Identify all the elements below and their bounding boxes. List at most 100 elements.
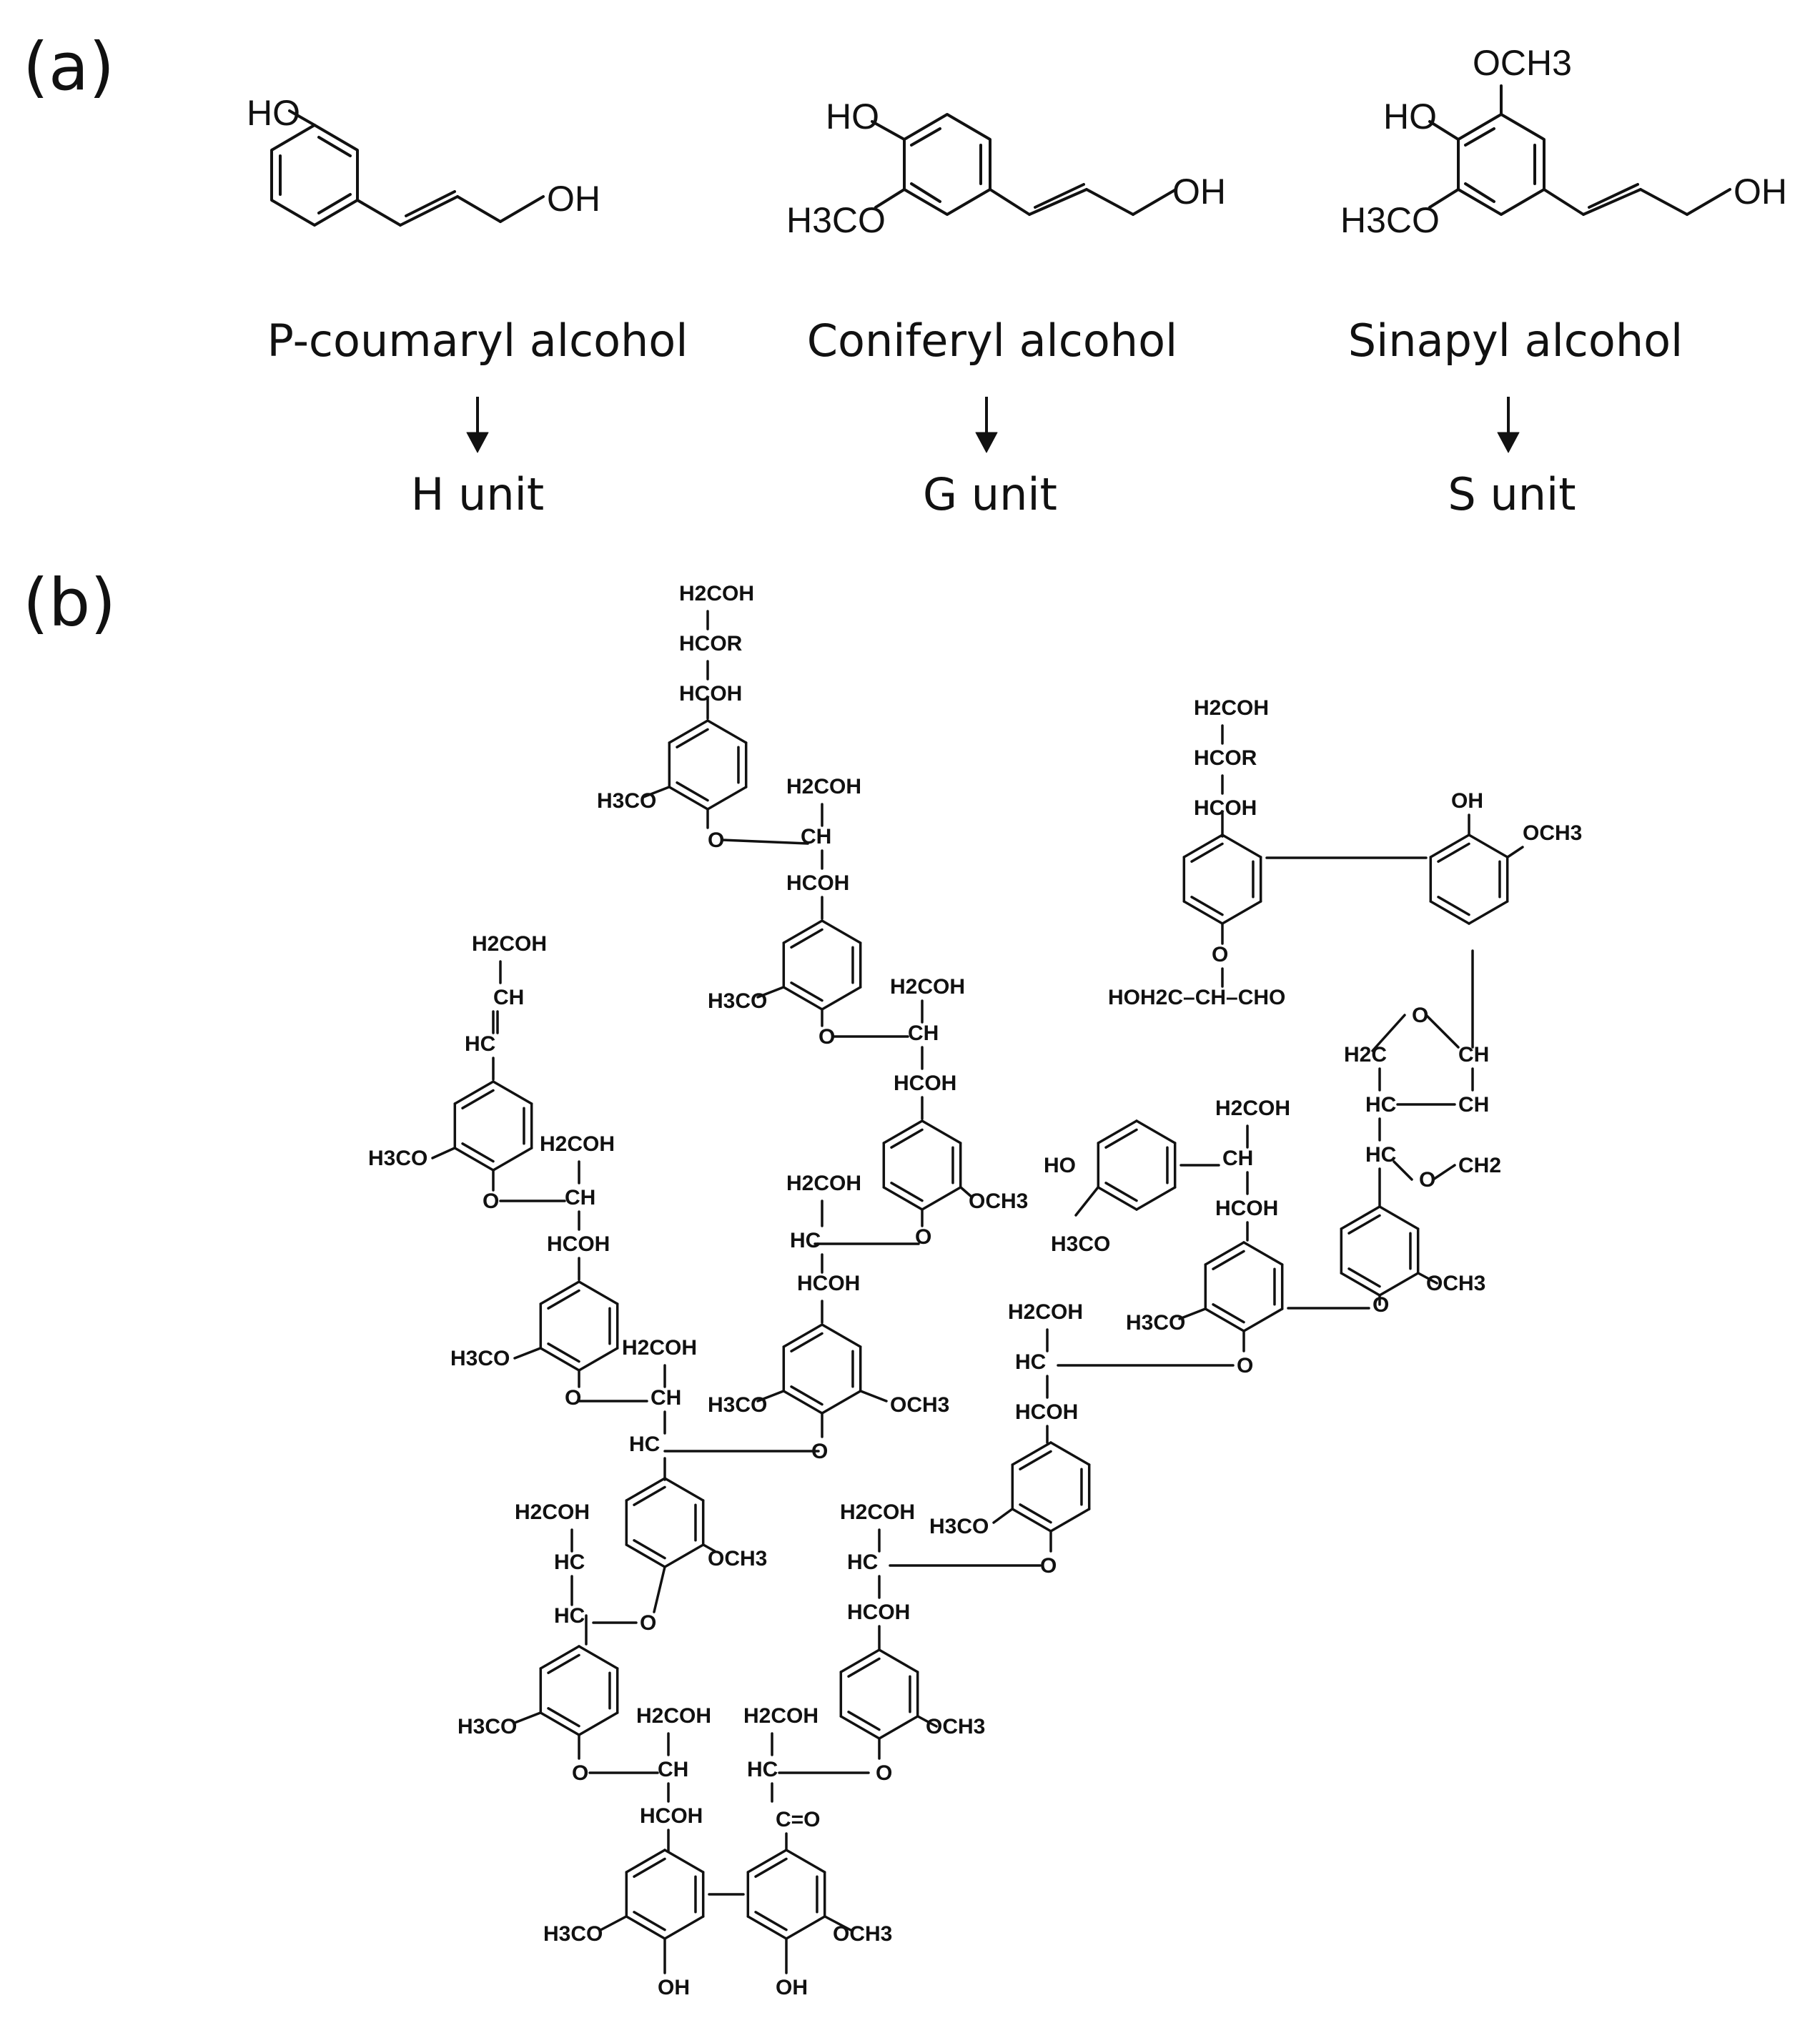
bond-line bbox=[1425, 1014, 1460, 1049]
group-label-och3-51: OCH3 bbox=[926, 1715, 985, 1738]
group-label-ch-26: CH bbox=[651, 1386, 681, 1410]
bond-line bbox=[633, 1857, 666, 1878]
bond-line bbox=[1135, 1186, 1177, 1211]
bond-line bbox=[1178, 1307, 1207, 1320]
group-label-ch-74: CH bbox=[1458, 1043, 1489, 1067]
bond-line bbox=[790, 1332, 824, 1352]
bond-line bbox=[513, 1347, 542, 1360]
group-label-o-52: O bbox=[876, 1761, 892, 1785]
group-label-hc-29: HC bbox=[790, 1229, 821, 1252]
bond-line bbox=[821, 919, 862, 944]
group-label-hcoh-2: HCOH bbox=[679, 682, 742, 706]
bond-line bbox=[706, 719, 748, 744]
group-label-hcoh-60: HCOH bbox=[1015, 1400, 1078, 1424]
sinapyl-structure: HO OH H3CO OCH3 bbox=[1340, 43, 1787, 240]
group-label-hcoh-80: HCOH bbox=[1194, 796, 1257, 820]
group-label-hc-17: HC bbox=[465, 1032, 495, 1056]
monomer-structures: HO OH HO OH H3CO HO OH H3CO OCH3 bbox=[247, 43, 1787, 240]
bond-line bbox=[642, 786, 671, 798]
group-label-hoh2c_chain-82: HOH2C–CH–CHO bbox=[1108, 986, 1285, 1009]
group-label-ch-16: CH bbox=[493, 986, 524, 1009]
group-label-h2coh-15: H2COH bbox=[472, 932, 547, 956]
bond-line bbox=[859, 1390, 888, 1403]
group-label-ch-75: CH bbox=[1458, 1093, 1489, 1117]
bond-line bbox=[578, 1711, 619, 1736]
group-label-ch-21: CH bbox=[565, 1186, 595, 1210]
group-label-hc-59: HC bbox=[1015, 1350, 1046, 1374]
group-label-h2coh-0: H2COH bbox=[679, 582, 754, 605]
bond-line bbox=[882, 1119, 924, 1144]
bond-line bbox=[1432, 1164, 1456, 1181]
bond-line bbox=[1204, 1307, 1245, 1332]
bond-line bbox=[1019, 1503, 1052, 1524]
bond-line bbox=[1242, 1241, 1284, 1266]
bond-line bbox=[1212, 1250, 1245, 1270]
group-label-h2coh-50: H2COH bbox=[743, 1704, 818, 1728]
bond-line bbox=[921, 1186, 962, 1211]
bond-line bbox=[756, 986, 785, 999]
unit-name-s: S unit bbox=[1448, 468, 1576, 520]
group-label-ch-11: CH bbox=[908, 1022, 939, 1045]
bond-line bbox=[1347, 1267, 1381, 1288]
bond-line bbox=[1182, 834, 1224, 859]
bond-line bbox=[625, 1543, 666, 1568]
bond-line bbox=[492, 1147, 533, 1172]
group-label-och3-13: OCH3 bbox=[969, 1189, 1028, 1213]
bond-line bbox=[921, 1119, 962, 1144]
group-label-h2coh-53: H2COH bbox=[840, 1500, 915, 1524]
bond-line bbox=[1104, 1182, 1138, 1202]
panel-a-label: (a) bbox=[23, 29, 115, 105]
group-label-hc-71: HC bbox=[1365, 1093, 1396, 1117]
bond-line bbox=[1347, 1214, 1381, 1235]
group-label-och3-32: OCH3 bbox=[890, 1393, 949, 1417]
bond-line bbox=[578, 1645, 619, 1670]
group-label-hcor-1: HCOR bbox=[679, 632, 743, 656]
bond-line bbox=[1182, 900, 1224, 925]
sinapyl-h3co-label: H3CO bbox=[1340, 200, 1440, 240]
group-label-h3co-31: H3CO bbox=[708, 1393, 767, 1417]
bond-line bbox=[513, 1711, 542, 1724]
bond-line bbox=[1097, 1186, 1138, 1211]
bond-line bbox=[790, 1385, 824, 1406]
bond-line bbox=[1437, 896, 1470, 916]
group-label-hcor-79: HCOR bbox=[1194, 746, 1257, 770]
group-label-h2coh-20: H2COH bbox=[540, 1132, 615, 1156]
bond-line bbox=[539, 1280, 580, 1305]
unit-name-h: H unit bbox=[410, 468, 545, 520]
bond-line bbox=[578, 1347, 619, 1372]
group-label-h3co-18: H3CO bbox=[368, 1147, 427, 1170]
bond-line bbox=[539, 1347, 580, 1372]
group-label-h2coh-41: H2COH bbox=[636, 1704, 711, 1728]
bond-line bbox=[663, 1477, 705, 1502]
group-label-hcoh-7: HCOH bbox=[786, 871, 849, 895]
bond-line bbox=[547, 1707, 580, 1728]
group-label-oh-46: OH bbox=[776, 1976, 808, 1999]
bond-line bbox=[839, 1715, 881, 1740]
group-label-och3-34: OCH3 bbox=[708, 1547, 767, 1571]
bond-line bbox=[890, 1128, 924, 1149]
bond-line bbox=[878, 1715, 919, 1740]
arrow-h-unit bbox=[466, 397, 489, 453]
monomer-name-coniferyl: Coniferyl alcohol bbox=[806, 315, 1178, 367]
bond-line bbox=[653, 1565, 666, 1613]
bond-line bbox=[782, 986, 824, 1011]
bond-line bbox=[453, 1147, 495, 1172]
bond-line bbox=[676, 728, 709, 748]
group-label-och3-84: OCH3 bbox=[1523, 821, 1582, 845]
coumaryl-ho-label: HO bbox=[247, 93, 300, 133]
monomer-name-sinapyl: Sinapyl alcohol bbox=[1347, 315, 1683, 367]
group-label-h3co-56: H3CO bbox=[929, 1515, 989, 1538]
group-label-h2coh-35: H2COH bbox=[515, 1500, 590, 1524]
bond-line bbox=[1340, 1272, 1381, 1297]
bond-line bbox=[663, 1849, 705, 1874]
bond-line bbox=[821, 986, 862, 1011]
group-label-h3co-64: H3CO bbox=[1126, 1311, 1185, 1335]
bond-line bbox=[847, 1711, 881, 1731]
group-label-hcoh-12: HCOH bbox=[894, 1072, 956, 1095]
coniferyl-h3co-label: H3CO bbox=[786, 200, 886, 240]
group-label-ch-62: CH bbox=[1222, 1147, 1253, 1170]
sinapyl-ho-label: HO bbox=[1383, 97, 1437, 137]
sinapyl-oh-label: OH bbox=[1734, 172, 1787, 212]
bond-line bbox=[578, 1280, 619, 1305]
